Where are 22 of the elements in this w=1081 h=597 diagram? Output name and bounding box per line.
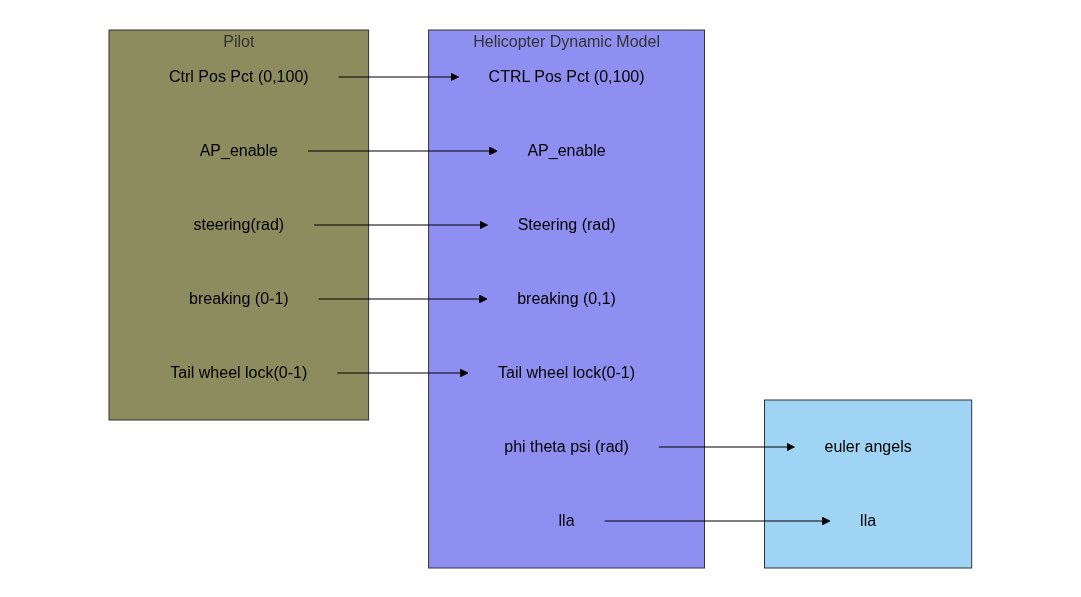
node-text: CTRL Pos Pct (0,100) (488, 67, 645, 85)
arrow (313, 220, 489, 229)
node-text: Tail wheel lock(0-1) (498, 363, 636, 381)
node-text: steering(rad) (193, 215, 285, 233)
node-text: lla (860, 511, 877, 529)
arrow (336, 368, 469, 377)
node-text: breaking (0,1) (517, 289, 617, 307)
node-text: Ctrl Pos Pct (0,100) (169, 67, 309, 85)
cluster (764, 399, 973, 568)
node-text: euler angels (824, 437, 912, 455)
arrow (338, 72, 460, 81)
arrow (307, 146, 498, 155)
node-text: AP_enable (527, 141, 606, 159)
node-text: Steering (rad) (517, 215, 616, 233)
node-text: breaking (0-1) (189, 289, 289, 307)
arrow (604, 516, 831, 525)
node-text: phi theta psi (rad) (504, 437, 629, 455)
node-text: AP_enable (199, 141, 279, 159)
node-text: lla (558, 511, 575, 529)
arrow (658, 442, 796, 451)
arrow (318, 294, 488, 303)
node-text: Tail wheel lock(0-1) (170, 363, 308, 381)
